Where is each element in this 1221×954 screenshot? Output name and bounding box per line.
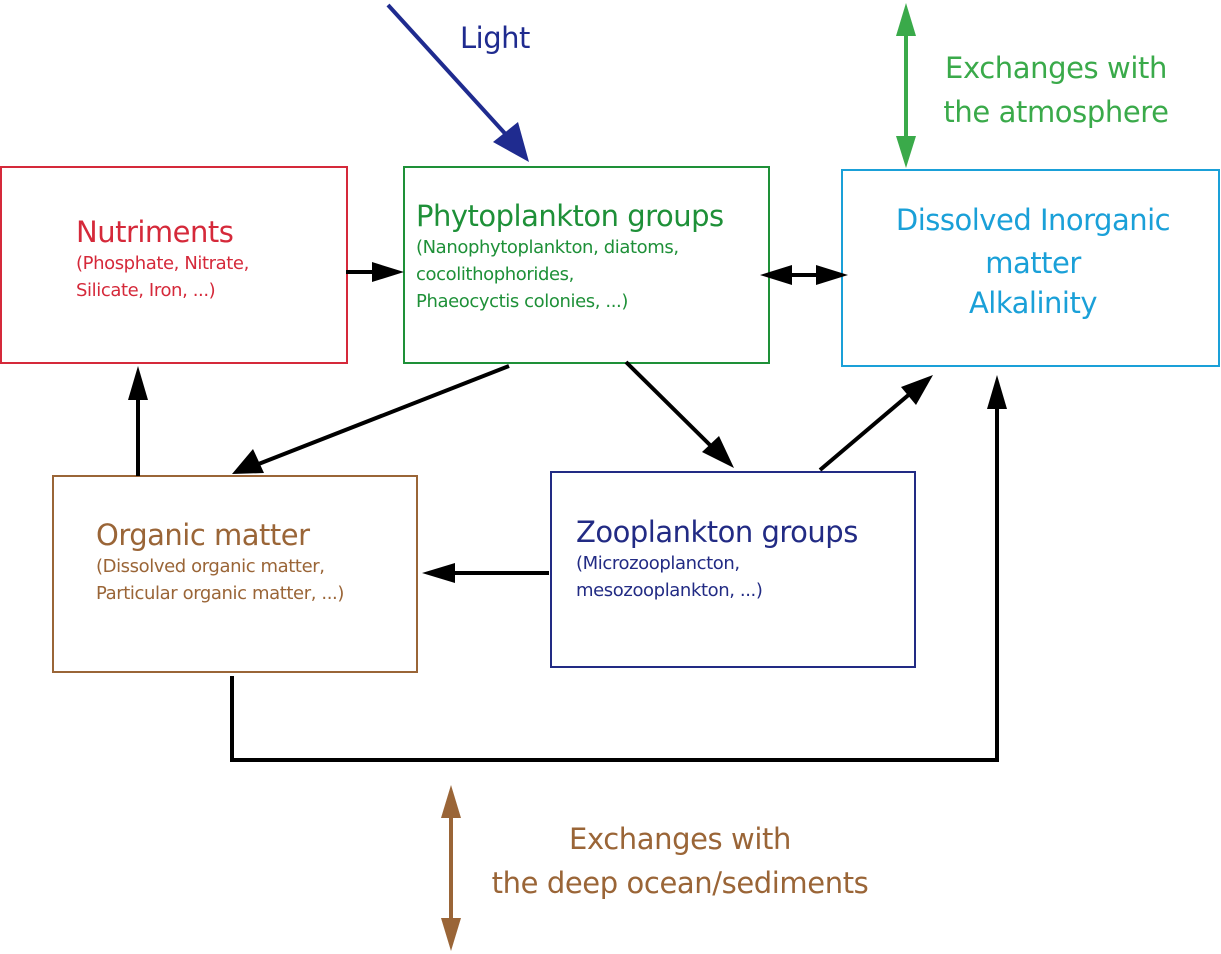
atmosphere-exchange-label: Exchanges with the atmosphere [906, 46, 1206, 134]
light-arrowhead [493, 122, 529, 162]
organic-to-dissolved-loop [230, 405, 999, 762]
zooplankton-detail-line2: mesozooplankton, ...) [576, 580, 763, 601]
phytoplankton-box [403, 166, 770, 364]
nutriments-title: Nutriments [76, 215, 234, 249]
phytoplankton-detail-line3: Phaeocyctis colonies, ...) [416, 291, 628, 312]
organic-matter-title: Organic matter [96, 518, 310, 552]
organic-matter-node: Organic matter (Dissolved organic matter… [96, 517, 344, 607]
zooplankton-node: Zooplankton groups (Microzooplancton, me… [576, 514, 858, 604]
deep-ocean-label-line1: Exchanges with [569, 822, 791, 856]
phytoplankton-title: Phytoplankton groups [416, 199, 724, 233]
zooplankton-box [550, 471, 916, 668]
organic-matter-detail-line1: (Dissolved organic matter, [96, 556, 325, 577]
zoo-to-dissolved-arrow [818, 390, 914, 472]
organic-to-dissolved-arrowhead [987, 375, 1007, 409]
phyto-to-zoo-arrow [624, 360, 715, 450]
phyto-to-organic-arrowhead [232, 449, 264, 474]
phyto-dissolved-arrowhead-right [816, 265, 848, 285]
phyto-to-zoo-arrowhead [702, 436, 734, 468]
nutriments-detail-line1: (Phosphate, Nitrate, [76, 253, 249, 274]
nutriments-detail-line2: Silicate, Iron, ...) [76, 280, 216, 301]
phyto-to-organic-arrow [255, 364, 510, 467]
phytoplankton-detail-line1: (Nanophytoplankton, diatoms, [416, 237, 679, 258]
dissolved-inorganic-node: Dissolved Inorganic matter Alkalinity [868, 197, 1198, 323]
atmosphere-arrowhead-up [896, 3, 916, 36]
zoo-to-organic-arrowhead [422, 563, 455, 583]
atmosphere-arrowhead-down [896, 136, 916, 168]
deep-ocean-label-line2: the deep ocean/sediments [491, 866, 869, 900]
dissolved-inorganic-box [841, 169, 1220, 367]
deep-ocean-arrowhead-down [441, 918, 461, 951]
organic-to-nutriments-arrowhead [128, 366, 148, 400]
nutriments-box [0, 166, 348, 364]
phytoplankton-node: Phytoplankton groups (Nanophytoplankton,… [416, 198, 724, 315]
nutriments-node: Nutriments (Phosphate, Nitrate, Silicate… [76, 214, 249, 304]
atmosphere-label-line2: the atmosphere [943, 95, 1169, 129]
deep-ocean-arrowhead-up [441, 785, 461, 818]
light-label: Light [460, 21, 530, 55]
atmosphere-label-line1: Exchanges with [945, 51, 1167, 85]
zooplankton-title: Zooplankton groups [576, 515, 858, 549]
zooplankton-detail-line1: (Microzooplancton, [576, 553, 740, 574]
deep-ocean-exchange-label: Exchanges with the deep ocean/sediments [440, 817, 920, 905]
nutriments-to-phyto-arrowhead [372, 262, 404, 282]
zoo-to-dissolved-arrowhead [901, 375, 933, 405]
organic-matter-box [52, 475, 418, 673]
dissolved-inorganic-line1: Dissolved Inorganic [895, 203, 1171, 237]
phytoplankton-detail-line2: cocolithophorides, [416, 264, 574, 285]
dissolved-inorganic-line3: Alkalinity [968, 286, 1098, 320]
light-arrow-shaft [386, 3, 512, 141]
dissolved-inorganic-line2: matter [985, 246, 1081, 280]
phyto-dissolved-arrowhead-left [760, 265, 792, 285]
organic-matter-detail-line2: Particular organic matter, ...) [96, 583, 344, 604]
